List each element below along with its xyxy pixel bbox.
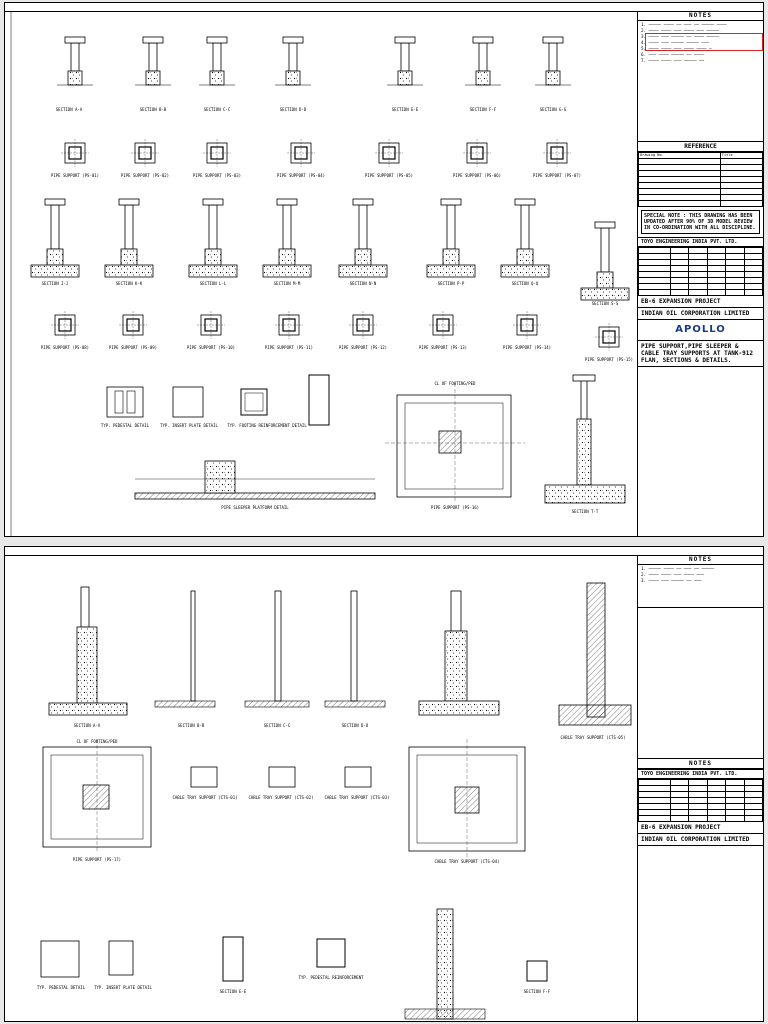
apollo-logo: APOLLO <box>638 320 763 341</box>
view-title: PIPE SUPPORT (PS-04) <box>277 173 325 178</box>
view-title: PIPE SUPPORT (PS-02) <box>121 173 169 178</box>
vendor-name: TOYO ENGINEERING INDIA PVT. LTD. <box>638 237 763 247</box>
view-title: SECTION B-B <box>140 107 167 112</box>
sheet-2-frame-top <box>5 547 763 556</box>
view-title: TYP. PEDESTAL REINFORCEMENT <box>298 975 364 980</box>
view-title: PIPE SUPPORT (PS-09) <box>109 345 157 350</box>
sheet-1-drawing-area: SECTION A-A SECTION B-B SECTION C-C SECT… <box>10 11 633 536</box>
drawing-sheet-2[interactable]: SECTION A-A SECTION B-B SECTION C-C SECT… <box>4 546 764 1022</box>
revision-table <box>638 779 763 822</box>
view-title: CABLE TRAY SUPPORT (CTS-02) <box>248 795 313 800</box>
notes-header: NOTES <box>638 11 763 21</box>
view-title: SECTION A-A <box>56 107 83 112</box>
drawing-title: PIPE SUPPORT,PIPE SLEEPER & CABLE TRAY S… <box>638 341 763 367</box>
view-title: PIPE SLEEPER PLATFORM DETAIL <box>221 505 289 510</box>
view-title: TYP. INSERT PLATE DETAIL <box>160 423 218 428</box>
view-title: SECTION T-T <box>572 509 599 514</box>
revision-table <box>638 247 763 296</box>
sheet-2-title-block: NOTES 1. ───── ──── ── ─── ── ───── 2. ─… <box>637 555 763 1021</box>
view-title: SECTION L-L <box>200 281 227 286</box>
vendor-name: TOYO ENGINEERING INDIA PVT. LTD. <box>638 769 763 779</box>
view-title: PIPE SUPPORT (PS-06) <box>453 173 501 178</box>
view-title: SECTION F-F <box>470 107 497 112</box>
view-title: SECTION D-D <box>280 107 307 112</box>
view-title: TYP. INSERT PLATE DETAIL <box>94 985 152 990</box>
view-title: PIPE SUPPORT (PS-01) <box>51 173 99 178</box>
sheet-2-drawing-area: SECTION A-A SECTION B-B SECTION C-C SECT… <box>37 582 632 1020</box>
view-title: SECTION D-D <box>342 723 369 728</box>
view-title: PIPE SUPPORT (PS-12) <box>339 345 387 350</box>
reference-table: Drawing No.Title <box>638 152 763 207</box>
view-title: PIPE SUPPORT (PS-03) <box>193 173 241 178</box>
view-title: PIPE SUPPORT (PS-16) <box>431 505 479 510</box>
view-title: SECTION C-C <box>204 107 231 112</box>
notes-header: NOTES <box>638 555 763 565</box>
view-title: CABLE TRAY SUPPORT (CTS-04) <box>434 859 499 864</box>
revision-cloud <box>645 33 763 51</box>
view-title: CABLE TRAY SUPPORT (CTS-03) <box>324 795 389 800</box>
view-title: SECTION S-S <box>592 301 619 306</box>
view-title: CABLE TRAY SUPPORT (CTS-05) <box>560 735 625 740</box>
view-title: PIPE SUPPORT (PS-08) <box>41 345 89 350</box>
view-title: PIPE SUPPORT (PS-17) <box>73 857 121 862</box>
view-title: PIPE SUPPORT (PS-13) <box>419 345 467 350</box>
notes-text: 1. ───── ──── ── ─── ── ───── ──── 2. ──… <box>638 21 763 142</box>
client-name: INDIAN OIL CORPORATION LIMITED <box>638 834 763 846</box>
view-title: SECTION J-J <box>42 281 69 286</box>
view-title: SECTION M-M <box>274 281 301 286</box>
view-title: PIPE SUPPORT (PS-05) <box>365 173 413 178</box>
view-title: SECTION G-G <box>540 107 567 112</box>
centerline-label: CL OF FOOTING/PED <box>435 381 477 386</box>
view-title: PIPE SUPPORT (PS-07) <box>533 173 581 178</box>
view-title: SECTION P-P <box>438 281 465 286</box>
view-title: PIPE SUPPORT (PS-14) <box>503 345 551 350</box>
view-title: CABLE TRAY SUPPORT (CTS-01) <box>172 795 237 800</box>
view-title: SECTION B-B <box>178 723 205 728</box>
view-title: SECTION F-F <box>524 989 551 994</box>
view-title: SECTION Q-Q <box>512 281 539 286</box>
drawing-sheet-1[interactable]: SECTION A-A SECTION B-B SECTION C-C SECT… <box>4 2 764 537</box>
notes-header-2: NOTES <box>638 758 763 769</box>
view-title: PIPE SUPPORT (PS-10) <box>187 345 235 350</box>
view-title: SECTION E-E <box>392 107 419 112</box>
view-title: TYP. PEDESTAL DETAIL <box>101 423 150 428</box>
view-title: SECTION E-E <box>220 989 247 994</box>
client-name: INDIAN OIL CORPORATION LIMITED <box>638 308 763 320</box>
sheet-1-title-block: NOTES 1. ───── ──── ── ─── ── ───── ────… <box>637 11 763 536</box>
view-title: SECTION K-K <box>116 281 143 286</box>
special-note: SPECIAL NOTE : THIS DRAWING HAS BEEN UPD… <box>641 210 760 234</box>
view-title: SECTION A-A <box>74 723 101 728</box>
reference-header: REFERENCE <box>638 142 763 152</box>
sheet-1-frame-top <box>5 3 763 12</box>
project-name: EB-6 EXPANSION PROJECT <box>638 822 763 834</box>
project-name: EB-6 EXPANSION PROJECT <box>638 296 763 308</box>
view-title: TYP. FOOTING REINFORCEMENT DETAIL <box>227 423 307 428</box>
view-title: TYP. PEDESTAL DETAIL <box>37 985 86 990</box>
centerline-label: CL OF FOOTING/PED <box>77 739 119 744</box>
view-title: PIPE SUPPORT (PS-15) <box>585 357 633 362</box>
notes-text: 1. ───── ──── ── ─── ── ───── 2. ──── ──… <box>638 565 763 608</box>
view-title: SECTION C-C <box>264 723 291 728</box>
view-title: PIPE SUPPORT (PS-11) <box>265 345 313 350</box>
view-title: SECTION N-N <box>350 281 377 286</box>
